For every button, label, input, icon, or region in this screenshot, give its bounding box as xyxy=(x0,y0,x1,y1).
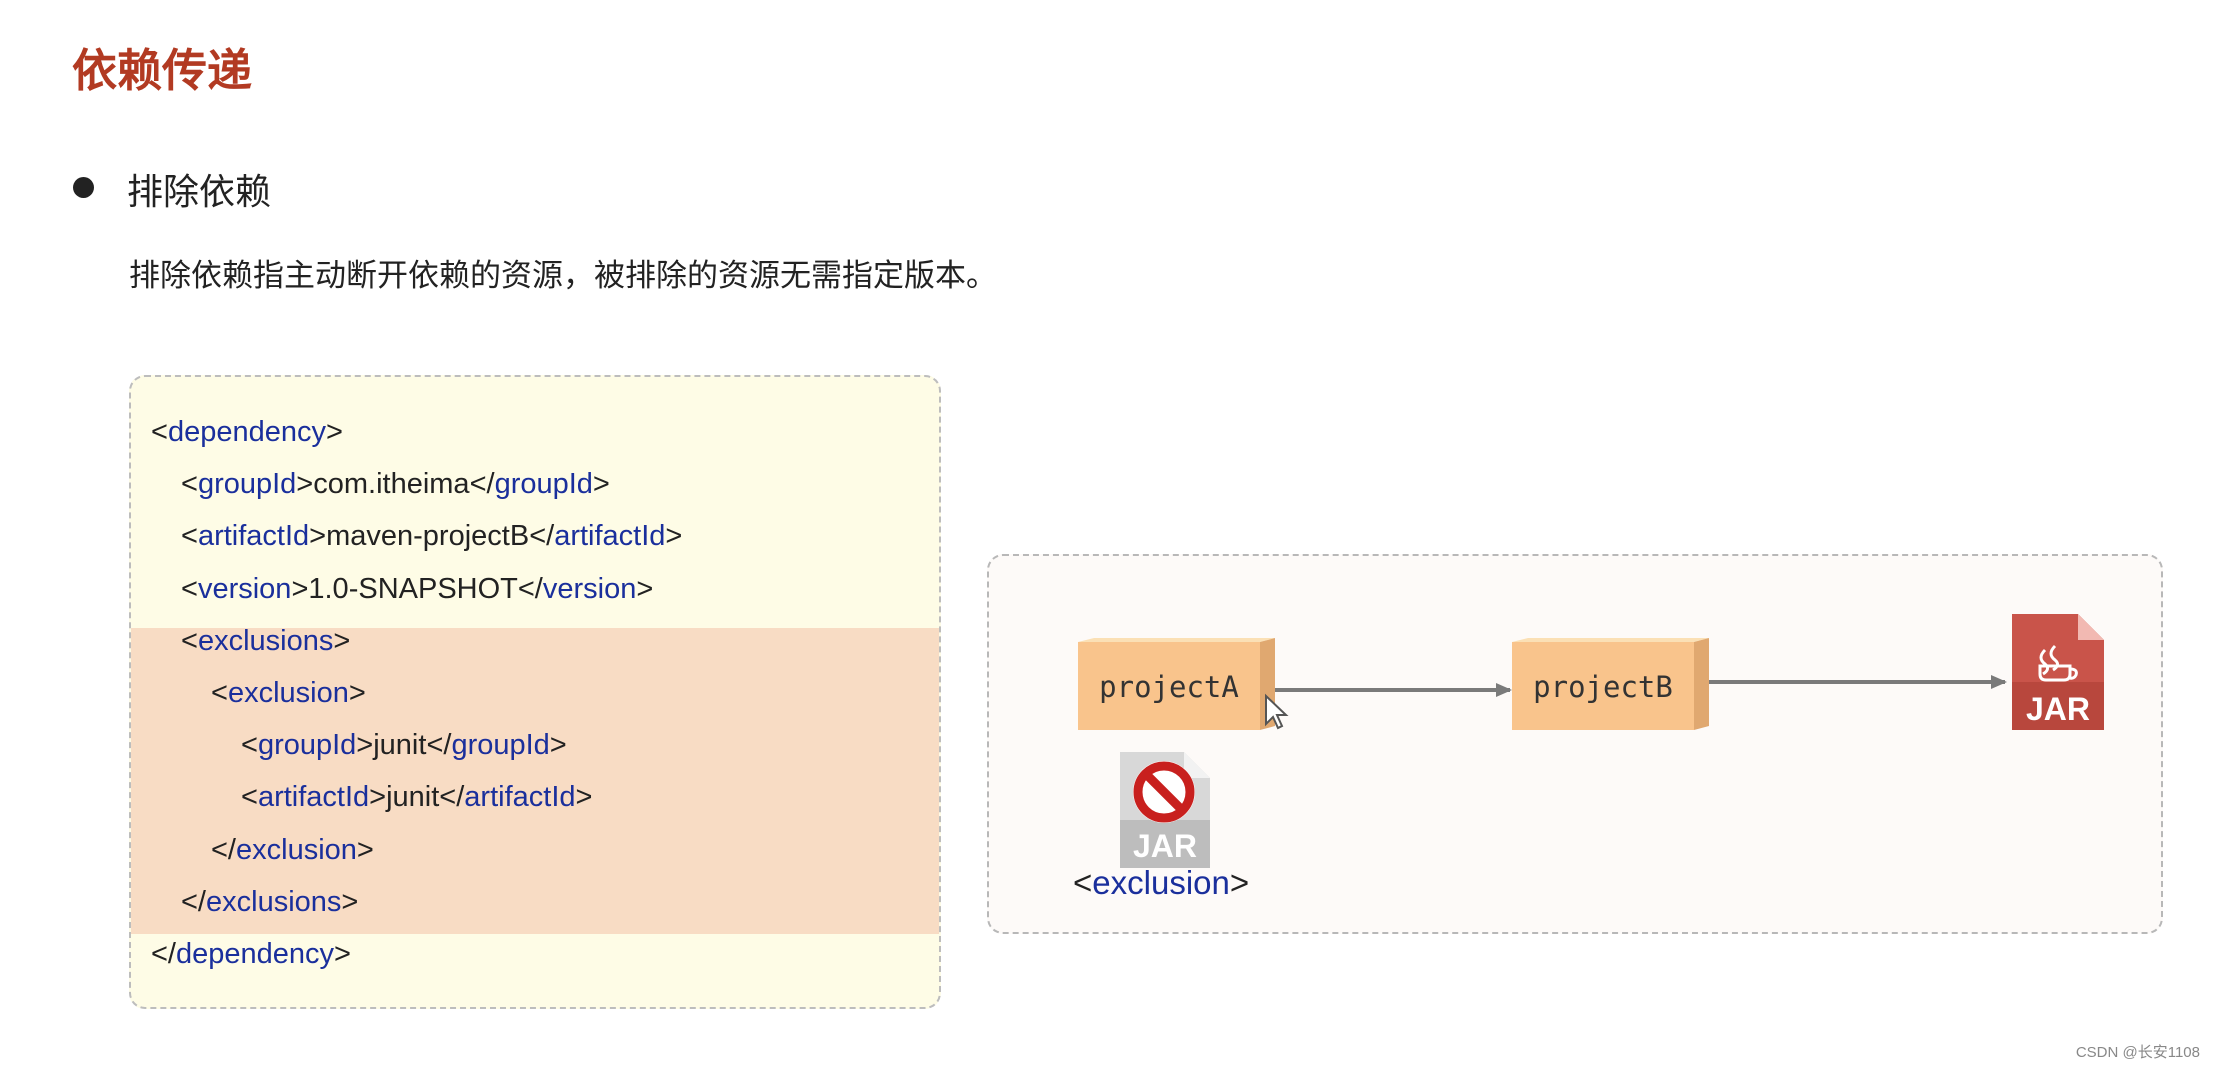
excluded-jar-label: JAR xyxy=(1133,828,1197,864)
code-line: <groupId>com.itheima</groupId> xyxy=(181,468,610,501)
project-b-box: projectB xyxy=(1512,638,1709,730)
diagram-panel xyxy=(987,554,2163,934)
code-line: <exclusions> xyxy=(181,624,351,657)
code-line: </exclusions> xyxy=(181,885,359,918)
excluded-jar-icon: JAR xyxy=(1120,752,1210,868)
project-b-label: projectB xyxy=(1533,670,1673,704)
jar-label: JAR xyxy=(2026,691,2090,727)
code-line: <artifactId>junit</artifactId> xyxy=(241,781,593,814)
bullet-icon xyxy=(73,177,94,198)
page-title: 依赖传递 xyxy=(72,44,253,97)
code-line: </exclusion> xyxy=(211,833,374,866)
code-line: <exclusion> xyxy=(211,677,366,709)
java-jar-icon: JAR xyxy=(2012,614,2104,730)
code-line: <groupId>junit</groupId> xyxy=(241,729,567,762)
cursor-icon xyxy=(1265,693,1289,730)
no-entry-icon xyxy=(1133,761,1195,823)
code-line: <dependency> xyxy=(151,416,343,448)
code-line: </dependency> xyxy=(151,938,351,970)
exclusion-label: <exclusion> xyxy=(1073,864,1250,901)
code-line: <version>1.0-SNAPSHOT</version> xyxy=(181,572,654,605)
exclusions-highlight xyxy=(131,628,939,934)
project-a-box: projectA xyxy=(1078,638,1275,730)
section-heading: 排除依赖 xyxy=(127,172,272,213)
code-block: <dependency> <groupId>com.itheima</groupI… xyxy=(129,375,941,1009)
project-a-label: projectA xyxy=(1099,670,1239,704)
section-description: 排除依赖指主动断开依赖的资源，被排除的资源无需指定版本。 xyxy=(129,258,997,294)
code-line: <artifactId>maven-projectB</artifactId> xyxy=(181,520,683,553)
watermark: CSDN @长安1108 xyxy=(2075,1044,2200,1061)
